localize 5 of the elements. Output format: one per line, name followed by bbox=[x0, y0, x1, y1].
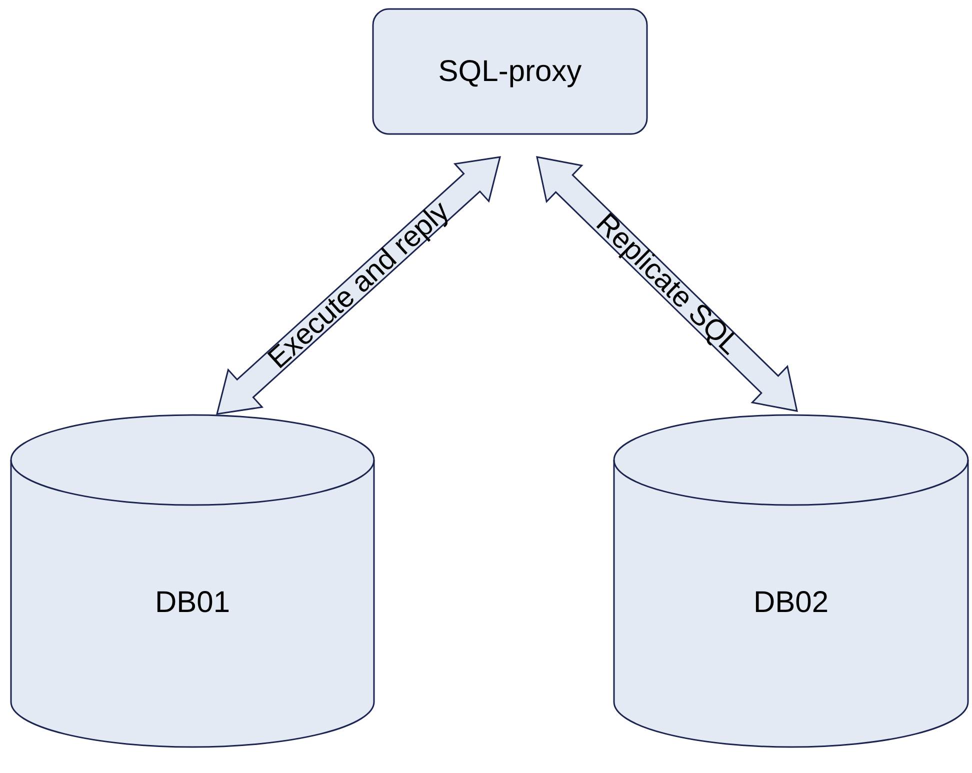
node-label: DB02 bbox=[753, 586, 829, 620]
double-arrow bbox=[216, 156, 501, 415]
node-label: SQL-proxy bbox=[438, 54, 582, 88]
node-label: DB01 bbox=[154, 586, 230, 620]
double-arrow bbox=[536, 156, 798, 412]
